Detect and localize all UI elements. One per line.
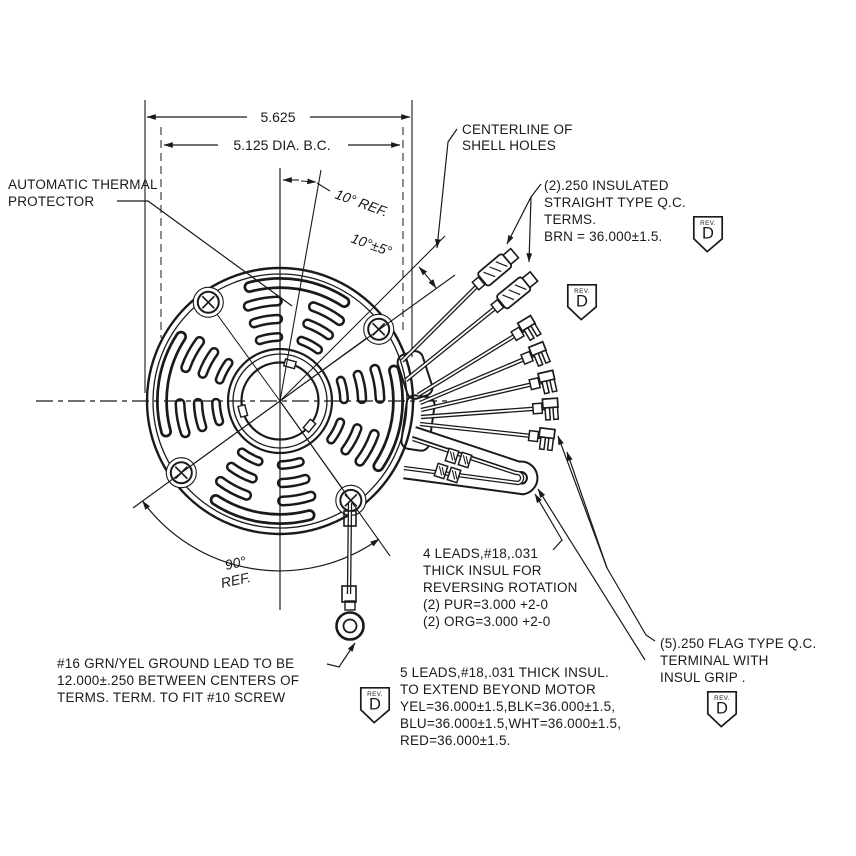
qc2-leader-a	[506, 183, 542, 245]
flag-qc-terminal	[510, 314, 542, 342]
annotation-flag-terminal: (5).250 FLAG TYPE Q.C. TERMINAL WITH INS…	[660, 636, 816, 685]
bullet-connector	[433, 462, 449, 480]
lead-wires	[400, 276, 546, 440]
dimension-angle-90: 90° REF.	[132, 400, 391, 591]
dimension-overall-width: 5.625	[144, 100, 413, 393]
straight-qc-terminal	[471, 247, 520, 291]
rev-badge-label: REV.	[700, 220, 716, 227]
thermal-leader	[117, 200, 293, 307]
rev-badge-label: REV.	[367, 691, 383, 698]
ring-terminal	[335, 611, 365, 641]
annotation-line: RED=36.000±1.5.	[400, 733, 511, 748]
leads5-leader	[537, 488, 646, 661]
annotation-line: #16 GRN/YEL GROUND LEAD TO BE	[57, 656, 294, 671]
annotation-line: TERMINAL WITH	[660, 653, 769, 668]
annotation-line: (2) PUR=3.000 +2-0	[423, 597, 548, 612]
straight-qc-terminal	[490, 270, 539, 314]
annotation-ground-lead: #16 GRN/YEL GROUND LEAD TO BE 12.000±.25…	[57, 656, 299, 705]
annotation-line: TO EXTEND BEYOND MOTOR	[400, 682, 596, 697]
annotation-5-leads: 5 LEADS,#18,.031 THICK INSUL. TO EXTEND …	[400, 665, 621, 748]
annotation-line: 5 LEADS,#18,.031 THICK INSUL.	[400, 665, 609, 680]
annotation-line: SHELL HOLES	[462, 138, 556, 153]
dim-overall-label: 5.625	[260, 109, 295, 125]
annotation-4-leads: 4 LEADS,#18,.031 THICK INSUL FOR REVERSI…	[423, 546, 578, 629]
flag5-leader	[606, 567, 656, 642]
annotation-line: BRN = 36.000±1.5.	[544, 229, 663, 244]
annotation-line: 4 LEADS,#18,.031	[423, 546, 538, 561]
annotation-line: YEL=36.000±1.5,BLK=36.000±1.5,	[400, 699, 615, 714]
flag-qc-terminal	[528, 369, 558, 395]
flag-qc-terminal	[520, 340, 552, 368]
annotation-line: BLU=36.000±1.5,WHT=36.000±1.5,	[400, 716, 621, 731]
dim-bolt-circle-label: 5.125 DIA. B.C.	[233, 137, 330, 153]
annotation-line: CENTERLINE OF	[462, 122, 573, 137]
motor-end-view	[36, 168, 462, 610]
ground-crimp	[343, 510, 357, 527]
bullet-connector	[457, 451, 473, 469]
annotation-line: THICK INSUL FOR	[423, 563, 542, 578]
annotation-line: STRAIGHT TYPE Q.C.	[544, 195, 686, 210]
flag-qc-terminal	[527, 426, 556, 452]
straight-qc-terminals	[471, 247, 539, 314]
annotation-shell-centerline: CENTERLINE OF SHELL HOLES	[462, 122, 573, 153]
annotation-straight-qc-terms: (2).250 INSULATED STRAIGHT TYPE Q.C. TER…	[544, 178, 686, 244]
angle-10-ref-label: 10° REF.	[333, 186, 390, 220]
rev-d-badge: REV.D	[566, 283, 598, 321]
rev-badge-label: REV.	[574, 288, 590, 295]
rev-badge-label: REV.	[714, 695, 730, 702]
dimension-bolt-circle: 5.125 DIA. B.C.	[160, 127, 404, 338]
flag-qc-terminals	[510, 314, 560, 452]
annotation-line: REVERSING ROTATION	[423, 580, 578, 595]
mounting-screw	[192, 286, 224, 318]
rev-d-badge: REV.D	[706, 690, 738, 728]
annotation-line: (2).250 INSULATED	[544, 178, 669, 193]
annotation-line: INSUL GRIP .	[660, 670, 746, 685]
flag-qc-terminal	[531, 397, 560, 421]
angle-90-ref-label: REF.	[219, 569, 252, 591]
annotation-line: 12.000±.250 BETWEEN CENTERS OF	[57, 673, 299, 688]
leads4-leader	[534, 493, 563, 551]
reversing-plug-connectors	[433, 447, 473, 484]
annotation-line: PROTECTOR	[8, 194, 94, 209]
rev-badge-letter: D	[716, 700, 728, 718]
rev-badge-letter: D	[702, 225, 714, 243]
bullet-connector	[446, 466, 462, 484]
rev-badge-letter: D	[369, 696, 381, 714]
annotation-line: AUTOMATIC THERMAL	[8, 177, 158, 192]
annotation-line: (2) ORG=3.000 +2-0	[423, 614, 550, 629]
shell-centerline-leader	[435, 128, 458, 249]
annotation-line: TERMS.	[544, 212, 596, 227]
annotation-line: TERMS. TERM. TO FIT #10 SCREW	[57, 690, 285, 705]
ground-lead	[335, 502, 365, 641]
annotation-thermal-protector: AUTOMATIC THERMAL PROTECTOR	[8, 177, 158, 209]
ground-leader	[326, 642, 356, 668]
rev-d-badge: REV.D	[359, 686, 391, 724]
angle-90-label: 90°	[223, 553, 247, 573]
annotation-line: (5).250 FLAG TYPE Q.C.	[660, 636, 816, 651]
rev-badge-letter: D	[576, 293, 588, 311]
qc2-leader-b	[526, 196, 533, 263]
leader-lines	[117, 128, 656, 668]
rev-d-badge: REV.D	[692, 215, 724, 253]
bullet-connector	[444, 447, 460, 465]
angle-10-tol-label: 10°±5°	[349, 230, 395, 260]
reversing-loop	[403, 426, 539, 496]
